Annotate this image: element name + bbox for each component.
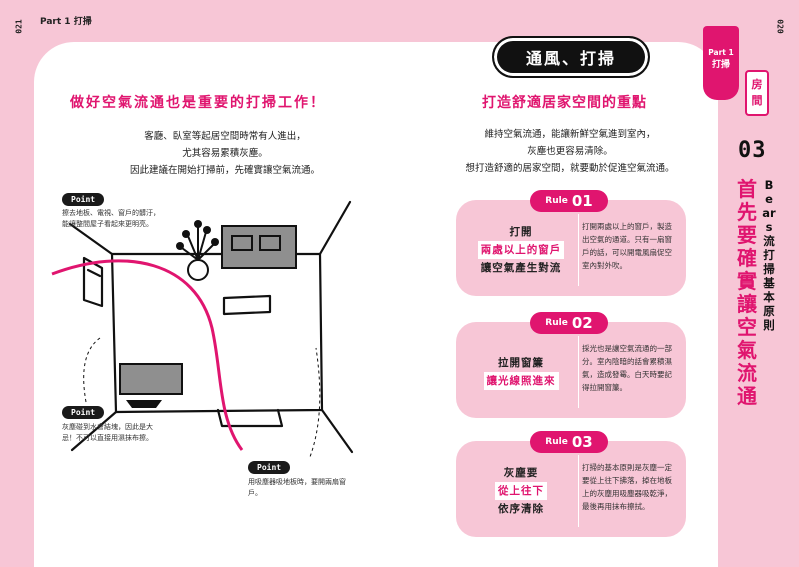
rule-heading: 打開 兩處以上的窗戶 讓空氣產生對流: [466, 216, 576, 284]
point-note-line: 戶。: [248, 489, 262, 497]
point-note-1: 擦去地板、電視、窗戶的髒汙， 能讓整間屋子看起來更明亮。: [62, 208, 160, 230]
rule-heading-line: 灰塵要: [503, 467, 539, 479]
intro-line: 灰塵也更容易清除。: [527, 146, 613, 157]
point-note-3: 用吸塵器吸地板時，要開兩扇窗 戶。: [248, 477, 346, 499]
rule-heading-highlight: 讓光線照進來: [483, 372, 559, 390]
point-note-line: 能讓整間屋子看起來更明亮。: [62, 220, 153, 228]
side-part-label: Part 1: [708, 48, 734, 57]
rule-number: 02: [571, 314, 593, 332]
rule-word: Rule: [545, 437, 568, 447]
rule-divider: [578, 214, 579, 286]
point-tag-1: Point: [62, 193, 105, 206]
rule-heading: 灰塵要 從上往下 依序清除: [466, 457, 576, 525]
rule-card-02: 拉開窗簾 讓光線照進來 採光也是讓空氣流通的一部分。室內陰暗的話會累積濕氣，造成…: [456, 322, 686, 418]
point-note-line: 灰塵碰到水會結塊，因此是大: [62, 423, 153, 431]
intro-line: 想打造舒適的居家空間，就要動於促進空氣流通。: [465, 163, 675, 174]
rule-badge-01: Rule 01: [530, 190, 608, 212]
point-tag-2: Point: [62, 406, 105, 419]
page-number-left: 021: [14, 19, 24, 34]
point-note-line: 擦去地板、電視、窗戶的髒汙，: [62, 209, 160, 217]
page-number-right: 020: [775, 19, 785, 34]
side-category: 打掃: [711, 60, 730, 70]
rule-divider: [578, 455, 579, 527]
vertical-subheading: Bears流打掃基本原則: [762, 178, 776, 332]
intro-line: 客廳、臥室等起居空間時常有人進出，: [144, 131, 306, 142]
point-note-2: 灰塵碰到水會結塊，因此是大 忌！不可以直接用濕抹布擦。: [62, 422, 153, 444]
rule-description: 採光也是讓空氣流通的一部分。室內陰暗的話會累積濕氣，造成發霉。白天時要記得拉開窗…: [582, 344, 672, 392]
left-title: 做好空氣流通也是重要的打掃工作！: [70, 95, 326, 111]
part-label: Part 1 打掃: [40, 17, 92, 27]
rule-card-01: 打開 兩處以上的窗戶 讓空氣產生對流 打開兩處以上的窗戶，製造出空氣的通道。只有…: [456, 200, 686, 296]
intro-line: 維持空氣流通，能讓新鮮空氣進到室內，: [484, 129, 656, 140]
apron-tab: Part 1 打掃: [703, 26, 739, 100]
intro-line: 因此建議在開始打掃前，先確實讓空氣流通。: [129, 165, 320, 176]
rule-badge-03: Rule 03: [530, 431, 608, 453]
rule-heading-line: 拉開窗簾: [498, 357, 544, 369]
point-note-line: 用吸塵器吸地板時，要開兩扇窗: [248, 478, 346, 486]
rule-heading-line: 讓空氣產生對流: [480, 262, 562, 274]
rule-heading-highlight: 從上往下: [495, 482, 547, 500]
section-number: 03: [738, 138, 767, 163]
rule-divider: [578, 336, 579, 408]
rule-number: 01: [571, 192, 593, 210]
point-tag-3: Point: [248, 461, 291, 474]
left-intro: 客廳、臥室等起居空間時常有人進出， 尤其容易累積灰塵。 因此建議在開始打掃前，先…: [80, 128, 370, 179]
rule-word: Rule: [545, 318, 568, 328]
rule-heading: 拉開窗簾 讓光線照進來: [466, 338, 576, 406]
rule-number: 03: [571, 433, 593, 451]
rule-description: 打開兩處以上的窗戶，製造出空氣的通道。只有一扇窗戶的話，可以開電風扇促空室內對外…: [582, 222, 672, 270]
section-tag: 通風、打掃: [492, 36, 650, 78]
rule-card-03: 灰塵要 從上往下 依序清除 打掃的基本原則是灰塵一定要從上往下拂落，掉在地板上的…: [456, 441, 686, 537]
rule-word: Rule: [545, 196, 568, 206]
point-note-line: 忌！不可以直接用濕抹布擦。: [62, 434, 153, 442]
vertical-heading: 首先要確實讓空氣流通: [737, 177, 757, 408]
intro-line: 尤其容易累積灰塵。: [182, 148, 268, 159]
rule-heading-highlight: 兩處以上的窗戶: [477, 241, 565, 259]
rule-heading-line: 打開: [509, 226, 533, 238]
rule-badge-02: Rule 02: [530, 312, 608, 334]
rule-heading-line: 依序清除: [498, 503, 544, 515]
room-label: 房間: [745, 70, 769, 116]
right-intro: 維持空氣流通，能讓新鮮空氣進到室內， 灰塵也更容易清除。 想打造舒適的居家空間，…: [420, 126, 720, 177]
rule-description: 打掃的基本原則是灰塵一定要從上往下拂落，掉在地板上的灰塵用吸塵器吸乾淨，最後再用…: [582, 463, 672, 511]
right-title: 打造舒適居家空間的重點: [482, 95, 647, 111]
room-illustration: [51, 200, 354, 458]
